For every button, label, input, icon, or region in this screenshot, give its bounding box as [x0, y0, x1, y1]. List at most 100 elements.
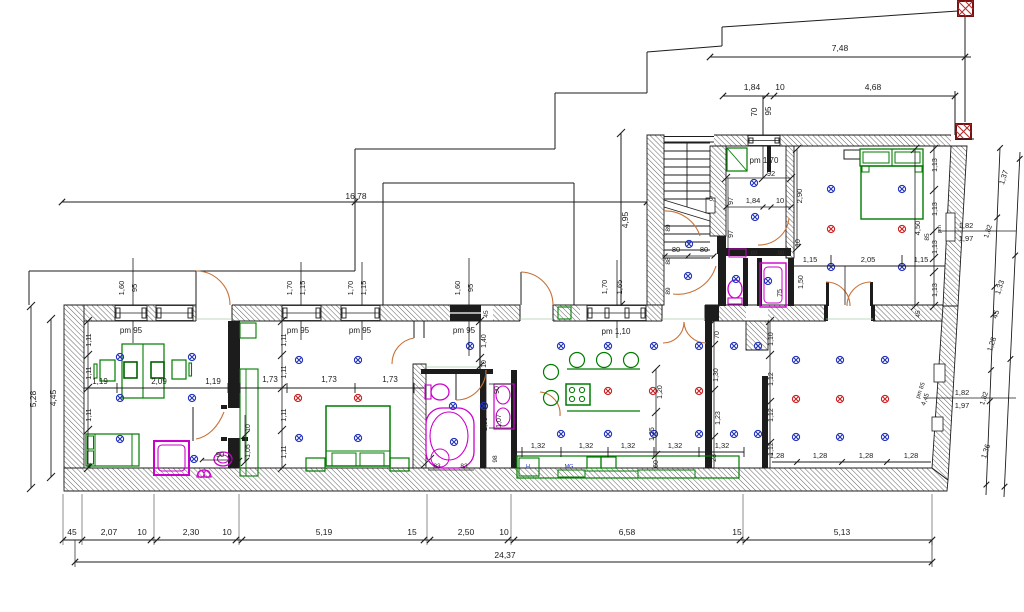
svg-text:1,70: 1,70 [285, 281, 294, 296]
svg-text:89: 89 [751, 251, 758, 257]
svg-text:1,33: 1,33 [993, 279, 1006, 296]
svg-text:1,15: 1,15 [298, 281, 307, 296]
svg-text:1,12: 1,12 [768, 408, 775, 422]
svg-text:1,65: 1,65 [615, 280, 624, 295]
svg-text:1,28: 1,28 [985, 336, 998, 353]
svg-text:pm 1,70: pm 1,70 [750, 156, 779, 165]
svg-text:2,90: 2,90 [795, 189, 804, 204]
svg-text:1,25: 1,25 [649, 427, 656, 441]
svg-text:23: 23 [711, 454, 718, 462]
svg-text:97: 97 [728, 197, 735, 205]
svg-text:80: 80 [672, 245, 680, 254]
svg-text:pm 95: pm 95 [453, 326, 476, 335]
svg-text:1,30: 1,30 [713, 368, 720, 382]
svg-text:70: 70 [714, 331, 721, 339]
svg-text:24,37: 24,37 [494, 550, 516, 560]
svg-text:pm 1,10: pm 1,10 [602, 327, 631, 336]
svg-text:92: 92 [767, 169, 775, 178]
svg-text:1,32: 1,32 [668, 441, 683, 450]
svg-text:pm 95: pm 95 [120, 326, 143, 335]
svg-text:5,28: 5,28 [28, 390, 38, 407]
svg-text:1,11: 1,11 [281, 365, 288, 378]
svg-text:1,11: 1,11 [281, 333, 288, 346]
svg-text:pm 85: pm 85 [915, 381, 927, 399]
svg-text:15: 15 [732, 527, 742, 537]
svg-text:5,19: 5,19 [316, 527, 333, 537]
svg-text:10: 10 [222, 527, 232, 537]
svg-text:10: 10 [795, 239, 802, 247]
svg-text:16,78: 16,78 [345, 191, 367, 201]
svg-text:10: 10 [481, 360, 488, 368]
svg-text:1,32: 1,32 [531, 441, 546, 450]
svg-text:1,13: 1,13 [932, 202, 939, 216]
svg-text:1,11: 1,11 [86, 366, 93, 379]
svg-text:1,28: 1,28 [859, 451, 874, 460]
svg-text:1,50: 1,50 [798, 275, 805, 289]
svg-text:pm 95: pm 95 [349, 326, 372, 335]
svg-text:1,12: 1,12 [768, 372, 775, 386]
svg-text:75: 75 [777, 289, 784, 297]
svg-text:89: 89 [665, 287, 672, 295]
svg-text:1,82: 1,82 [955, 388, 970, 397]
svg-text:80: 80 [700, 245, 708, 254]
svg-text:1,11: 1,11 [281, 445, 288, 458]
svg-text:95: 95 [130, 284, 139, 292]
svg-text:6,58: 6,58 [619, 527, 636, 537]
svg-text:88: 88 [665, 257, 672, 265]
svg-text:95: 95 [764, 106, 773, 115]
svg-text:1,15: 1,15 [803, 255, 818, 264]
svg-text:1,97: 1,97 [955, 401, 970, 410]
svg-text:1,84: 1,84 [744, 82, 761, 92]
svg-text:1,23: 1,23 [715, 411, 722, 425]
svg-text:2,95: 2,95 [482, 417, 489, 431]
svg-text:1,28: 1,28 [770, 451, 785, 460]
svg-text:4,50: 4,50 [913, 221, 922, 236]
svg-text:4,95: 4,95 [620, 211, 630, 228]
svg-text:1,19: 1,19 [205, 377, 221, 386]
svg-text:,90: ,90 [776, 251, 785, 257]
svg-text:1,73: 1,73 [262, 375, 278, 384]
svg-text:1,37: 1,37 [997, 169, 1010, 186]
svg-text:1,70: 1,70 [600, 280, 609, 295]
svg-text:89: 89 [665, 224, 672, 232]
svg-text:1,73: 1,73 [382, 375, 398, 384]
svg-text:1,32: 1,32 [715, 441, 730, 450]
svg-text:1,32: 1,32 [579, 441, 594, 450]
svg-text:1,13: 1,13 [932, 283, 939, 297]
svg-text:4,45: 4,45 [920, 392, 931, 407]
svg-text:90: 90 [494, 386, 501, 394]
svg-text:2,09: 2,09 [151, 377, 167, 386]
svg-text:10: 10 [775, 82, 785, 92]
svg-text:1,13: 1,13 [932, 240, 939, 254]
svg-text:2,07: 2,07 [101, 527, 118, 537]
svg-text:1,60: 1,60 [117, 281, 126, 296]
svg-text:45: 45 [483, 310, 490, 318]
svg-text:5,13: 5,13 [834, 527, 851, 537]
svg-text:1,20: 1,20 [657, 385, 664, 399]
svg-text:1,15: 1,15 [359, 281, 368, 296]
svg-text:pm 95: pm 95 [287, 326, 310, 335]
svg-text:1,07: 1,07 [496, 414, 503, 428]
svg-text:60: 60 [653, 460, 660, 468]
svg-text:1,28: 1,28 [813, 451, 828, 460]
svg-text:2,05: 2,05 [861, 255, 876, 264]
svg-text:1,32: 1,32 [621, 441, 636, 450]
svg-text:2,30: 2,30 [183, 527, 200, 537]
svg-text:1,11: 1,11 [281, 408, 288, 421]
svg-text:1,82: 1,82 [983, 224, 994, 239]
svg-text:7,48: 7,48 [832, 43, 849, 53]
svg-text:1,13: 1,13 [932, 158, 939, 172]
svg-text:10: 10 [499, 527, 509, 537]
svg-text:pm: pm [937, 225, 943, 233]
svg-text:1,82: 1,82 [959, 221, 974, 230]
svg-text:H: H [526, 464, 530, 470]
svg-text:45: 45 [990, 309, 1001, 320]
svg-text:1,11: 1,11 [86, 333, 93, 346]
svg-text:90: 90 [216, 450, 224, 459]
svg-text:4,68: 4,68 [865, 82, 882, 92]
svg-text:1,84: 1,84 [746, 196, 761, 205]
svg-text:1,97: 1,97 [959, 234, 974, 243]
svg-text:1,28: 1,28 [904, 451, 919, 460]
svg-text:1,36: 1,36 [979, 443, 992, 460]
svg-text:1,19: 1,19 [92, 377, 108, 386]
